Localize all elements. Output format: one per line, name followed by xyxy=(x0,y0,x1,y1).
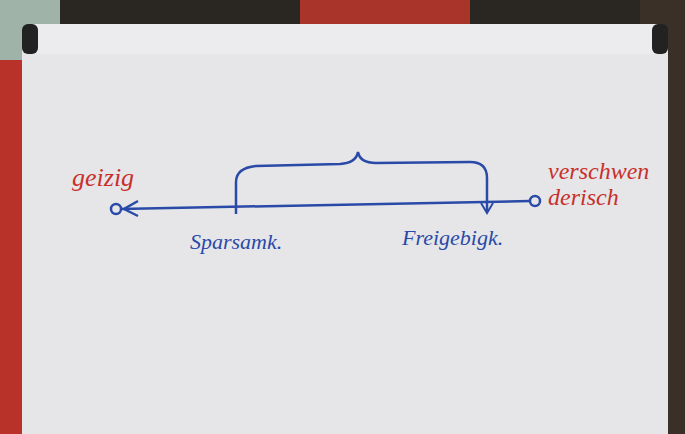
arrow-head xyxy=(481,203,493,213)
paper-roll xyxy=(22,24,668,54)
roll-end xyxy=(22,24,38,54)
arrow-head xyxy=(124,201,138,216)
range-brace xyxy=(236,152,487,214)
extreme-label: verschwenderisch xyxy=(548,158,656,211)
extreme-label: geizig xyxy=(72,164,134,193)
end-point xyxy=(111,204,121,214)
roll-end xyxy=(652,24,668,54)
scale-line xyxy=(120,201,530,209)
virtue-label: Freigebigk. xyxy=(402,226,503,250)
end-point xyxy=(530,196,540,206)
virtue-label: Sparsamk. xyxy=(190,230,282,254)
flipchart-paper xyxy=(22,30,668,434)
